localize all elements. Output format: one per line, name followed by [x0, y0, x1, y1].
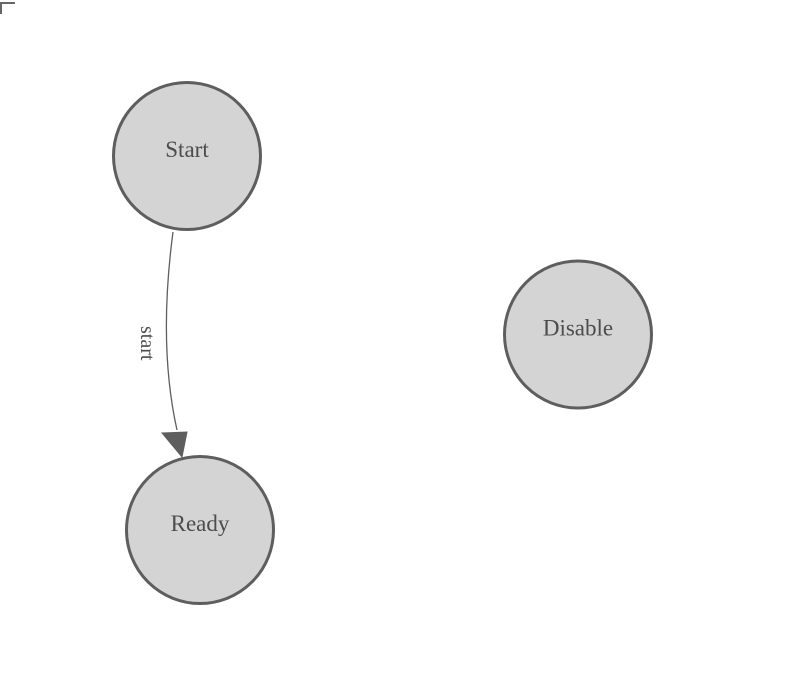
state-node-ready[interactable]: Ready: [125, 455, 275, 605]
state-node-ready-circle: [125, 455, 275, 605]
state-node-ready-label: Ready: [171, 511, 230, 536]
state-node-start[interactable]: Start: [112, 81, 262, 231]
transition-edge-start-ready[interactable]: start: [136, 231, 188, 459]
edge-curve: [165, 231, 178, 431]
state-node-disable-label: Disable: [543, 316, 613, 341]
canvas-corner-marker-icon: [0, 2, 15, 14]
state-node-start-circle: [112, 81, 262, 231]
state-node-disable[interactable]: Disable: [503, 259, 653, 410]
state-node-start-label: Start: [165, 137, 209, 162]
edge-label: start: [136, 326, 158, 361]
arrowhead-icon: [160, 431, 188, 459]
state-node-disable-circle: [503, 259, 653, 410]
